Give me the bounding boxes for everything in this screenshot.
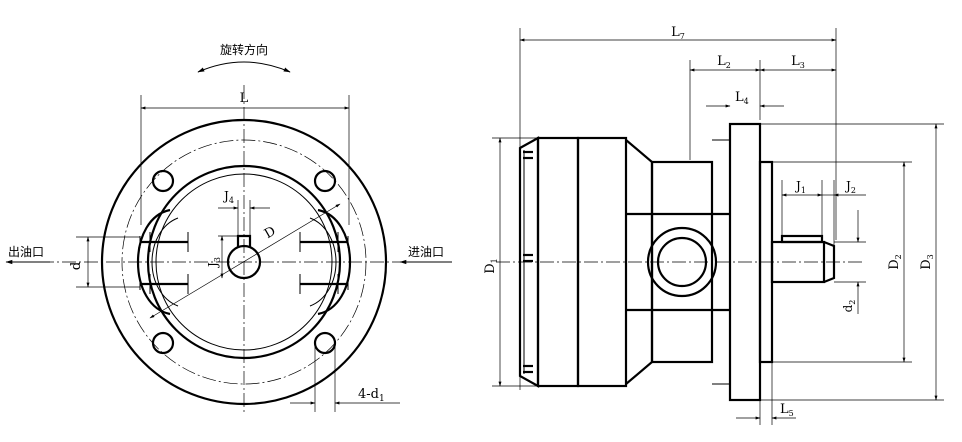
side-port-inner — [656, 236, 708, 288]
dimension-L4-label: L4 — [735, 90, 749, 106]
dimension-D3-label: D3 — [919, 254, 935, 270]
dimension-L2-label: L2 — [717, 54, 731, 70]
rotation-direction-arrow — [197, 61, 291, 73]
bolt-hole-top-left — [151, 169, 175, 193]
pump-neck — [650, 160, 714, 364]
outlet-label: 出油口 — [8, 245, 44, 259]
rotation-direction-label: 旋转方向 — [220, 42, 268, 57]
dimension-D-label: D — [262, 224, 279, 242]
dimension-D-line — [149, 203, 341, 319]
front-view: 旋转方向 L D J4 J3 d 出油口 进油口 4-d1 — [5, 42, 452, 412]
dimension-J4-label: J4 — [222, 189, 234, 205]
dimension-L-label: L — [240, 91, 249, 106]
dimension-L5-label: L5 — [780, 402, 794, 418]
outer-flange-circle — [100, 118, 388, 406]
bolt-hole-bottom-left — [151, 331, 175, 355]
dimension-L7-label: L7 — [671, 25, 685, 41]
dimension-4-d1-label: 4-d1 — [358, 387, 385, 404]
dimension-d2-label: d2 — [841, 300, 857, 313]
dimension-L3-label: L3 — [791, 54, 805, 70]
bolt-circle — [121, 139, 367, 385]
bolt-hole-bottom-right — [313, 331, 337, 355]
dimension-d-label: d — [69, 262, 84, 270]
bolt-hole-top-right — [313, 169, 337, 193]
side-port-outer — [646, 226, 718, 298]
side-view: L7 L2 L3 L4 L5 J1 J2 d2 — [483, 25, 944, 425]
dimension-J3-label: J3 — [206, 257, 222, 269]
inlet-label: 进油口 — [408, 245, 444, 259]
dimension-J2-label: J2 — [844, 179, 856, 195]
dimension-D1-label: D1 — [483, 258, 499, 274]
dimension-D2-label: D2 — [887, 254, 903, 270]
shaft-end — [823, 240, 836, 284]
pump-body-front — [576, 136, 628, 388]
shaft-key — [780, 234, 824, 244]
dimension-J1-label: J1 — [794, 179, 806, 195]
